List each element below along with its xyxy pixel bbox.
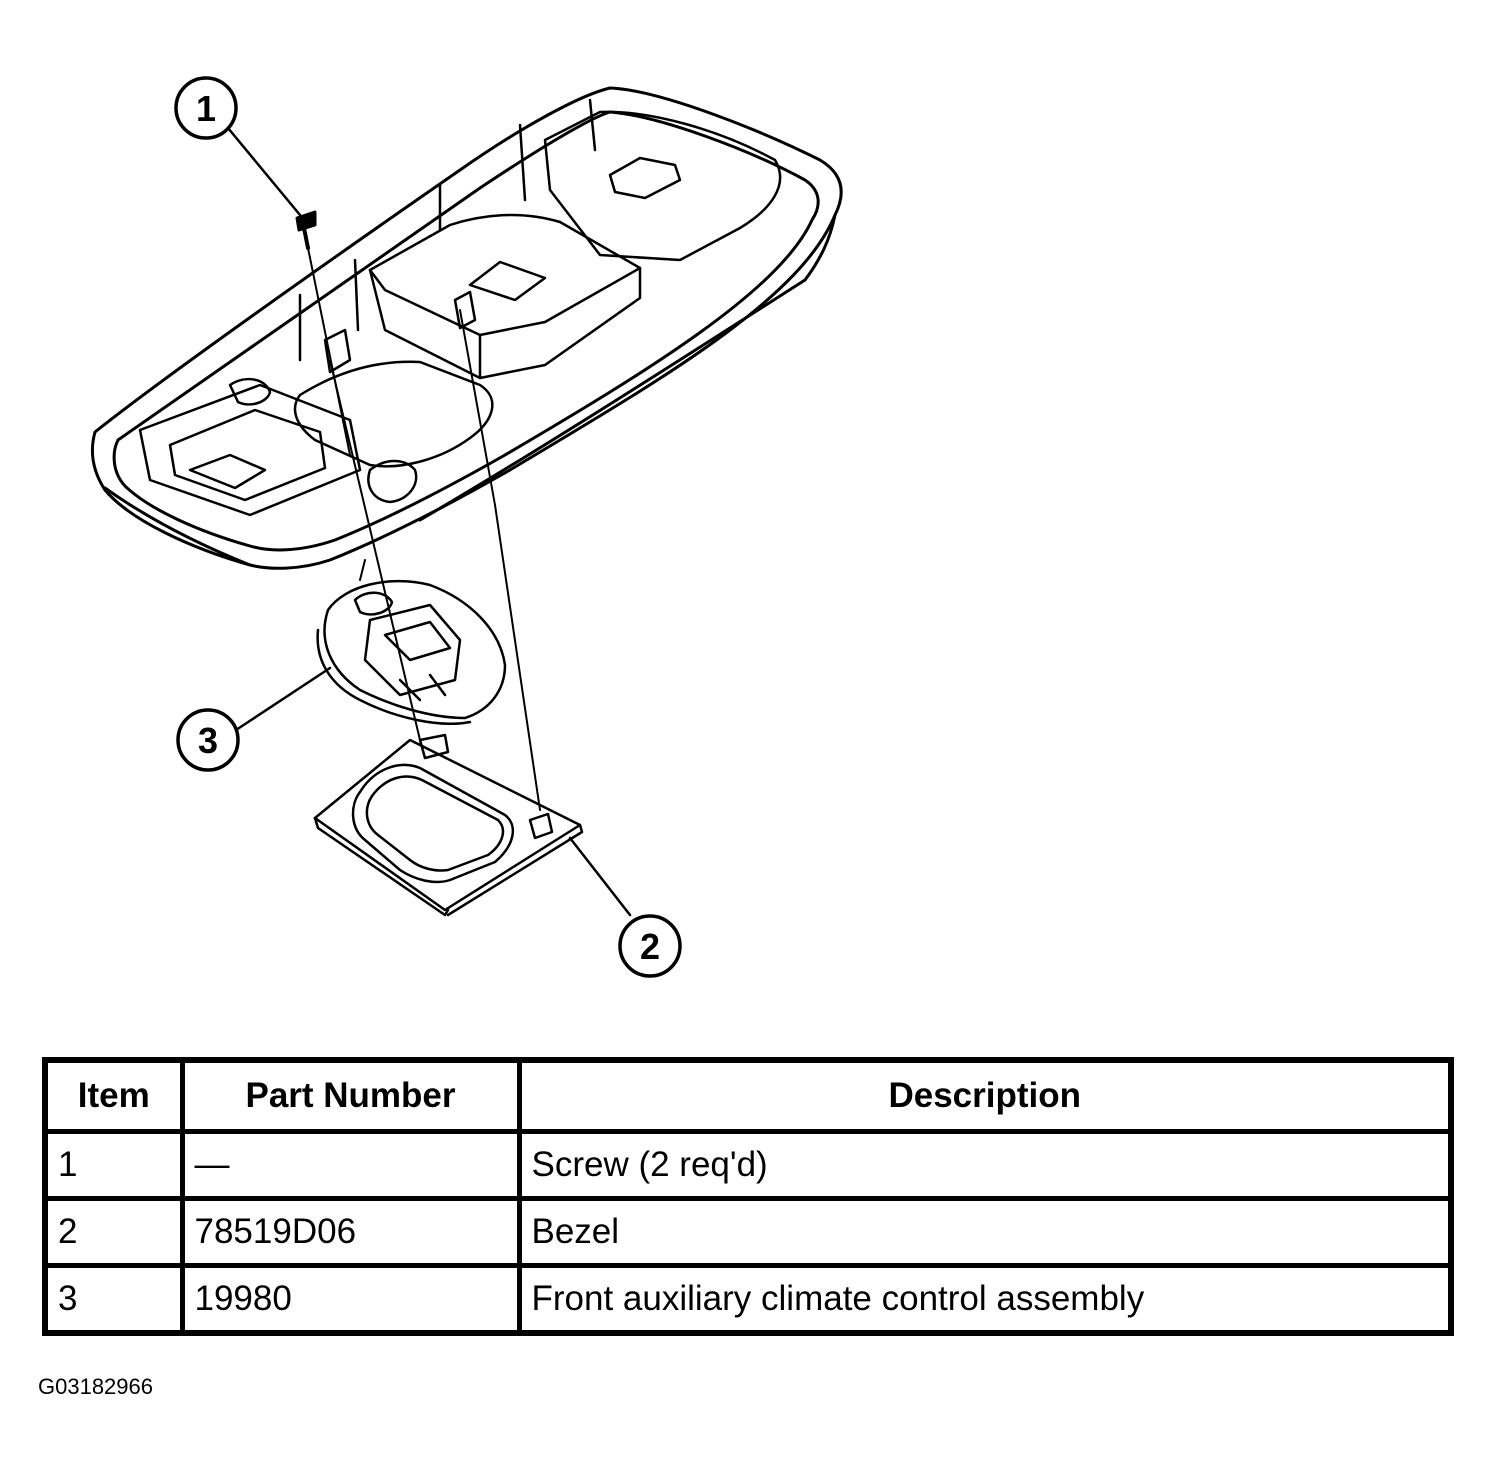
climate-control-assembly — [316, 579, 507, 725]
cell-item: 3 — [42, 1263, 185, 1336]
callout-1: 1 — [174, 76, 238, 140]
screw-part — [295, 210, 317, 250]
cell-item: 2 — [42, 1196, 185, 1268]
cell-part-number: — — [179, 1129, 522, 1201]
bezel-part — [313, 733, 584, 917]
cell-description: Front auxiliary climate control assembly — [516, 1263, 1454, 1336]
header-part-number: Part Number — [179, 1057, 522, 1134]
cell-description: Bezel — [516, 1196, 1454, 1268]
table-header-row: Item Part Number Description — [42, 1057, 1454, 1134]
cell-part-number: 19980 — [179, 1263, 522, 1336]
table-row: 1 — Screw (2 req'd) — [42, 1129, 1454, 1201]
svg-text:2: 2 — [640, 926, 660, 967]
assembly-alignment-lines — [307, 247, 541, 811]
cell-description: Screw (2 req'd) — [516, 1129, 1454, 1201]
parts-table: Item Part Number Description 1 — Screw (… — [42, 1057, 1454, 1336]
exploded-parts-diagram: 1 2 3 — [91, 76, 843, 978]
figure-id: G03182966 — [38, 1374, 153, 1399]
svg-text:1: 1 — [196, 88, 216, 129]
housing-inner-components — [138, 98, 782, 517]
overhead-console-housing — [91, 86, 843, 570]
callout-2: 2 — [618, 914, 682, 978]
svg-text:3: 3 — [198, 720, 218, 761]
cell-item: 1 — [42, 1129, 185, 1201]
callout-leaders — [226, 126, 632, 917]
header-description: Description — [516, 1057, 1454, 1134]
table-row: 3 19980 Front auxiliary climate control … — [42, 1263, 1454, 1336]
callout-3: 3 — [176, 708, 240, 772]
header-item: Item — [42, 1057, 185, 1134]
cell-part-number: 78519D06 — [179, 1196, 522, 1268]
table-row: 2 78519D06 Bezel — [42, 1196, 1454, 1268]
